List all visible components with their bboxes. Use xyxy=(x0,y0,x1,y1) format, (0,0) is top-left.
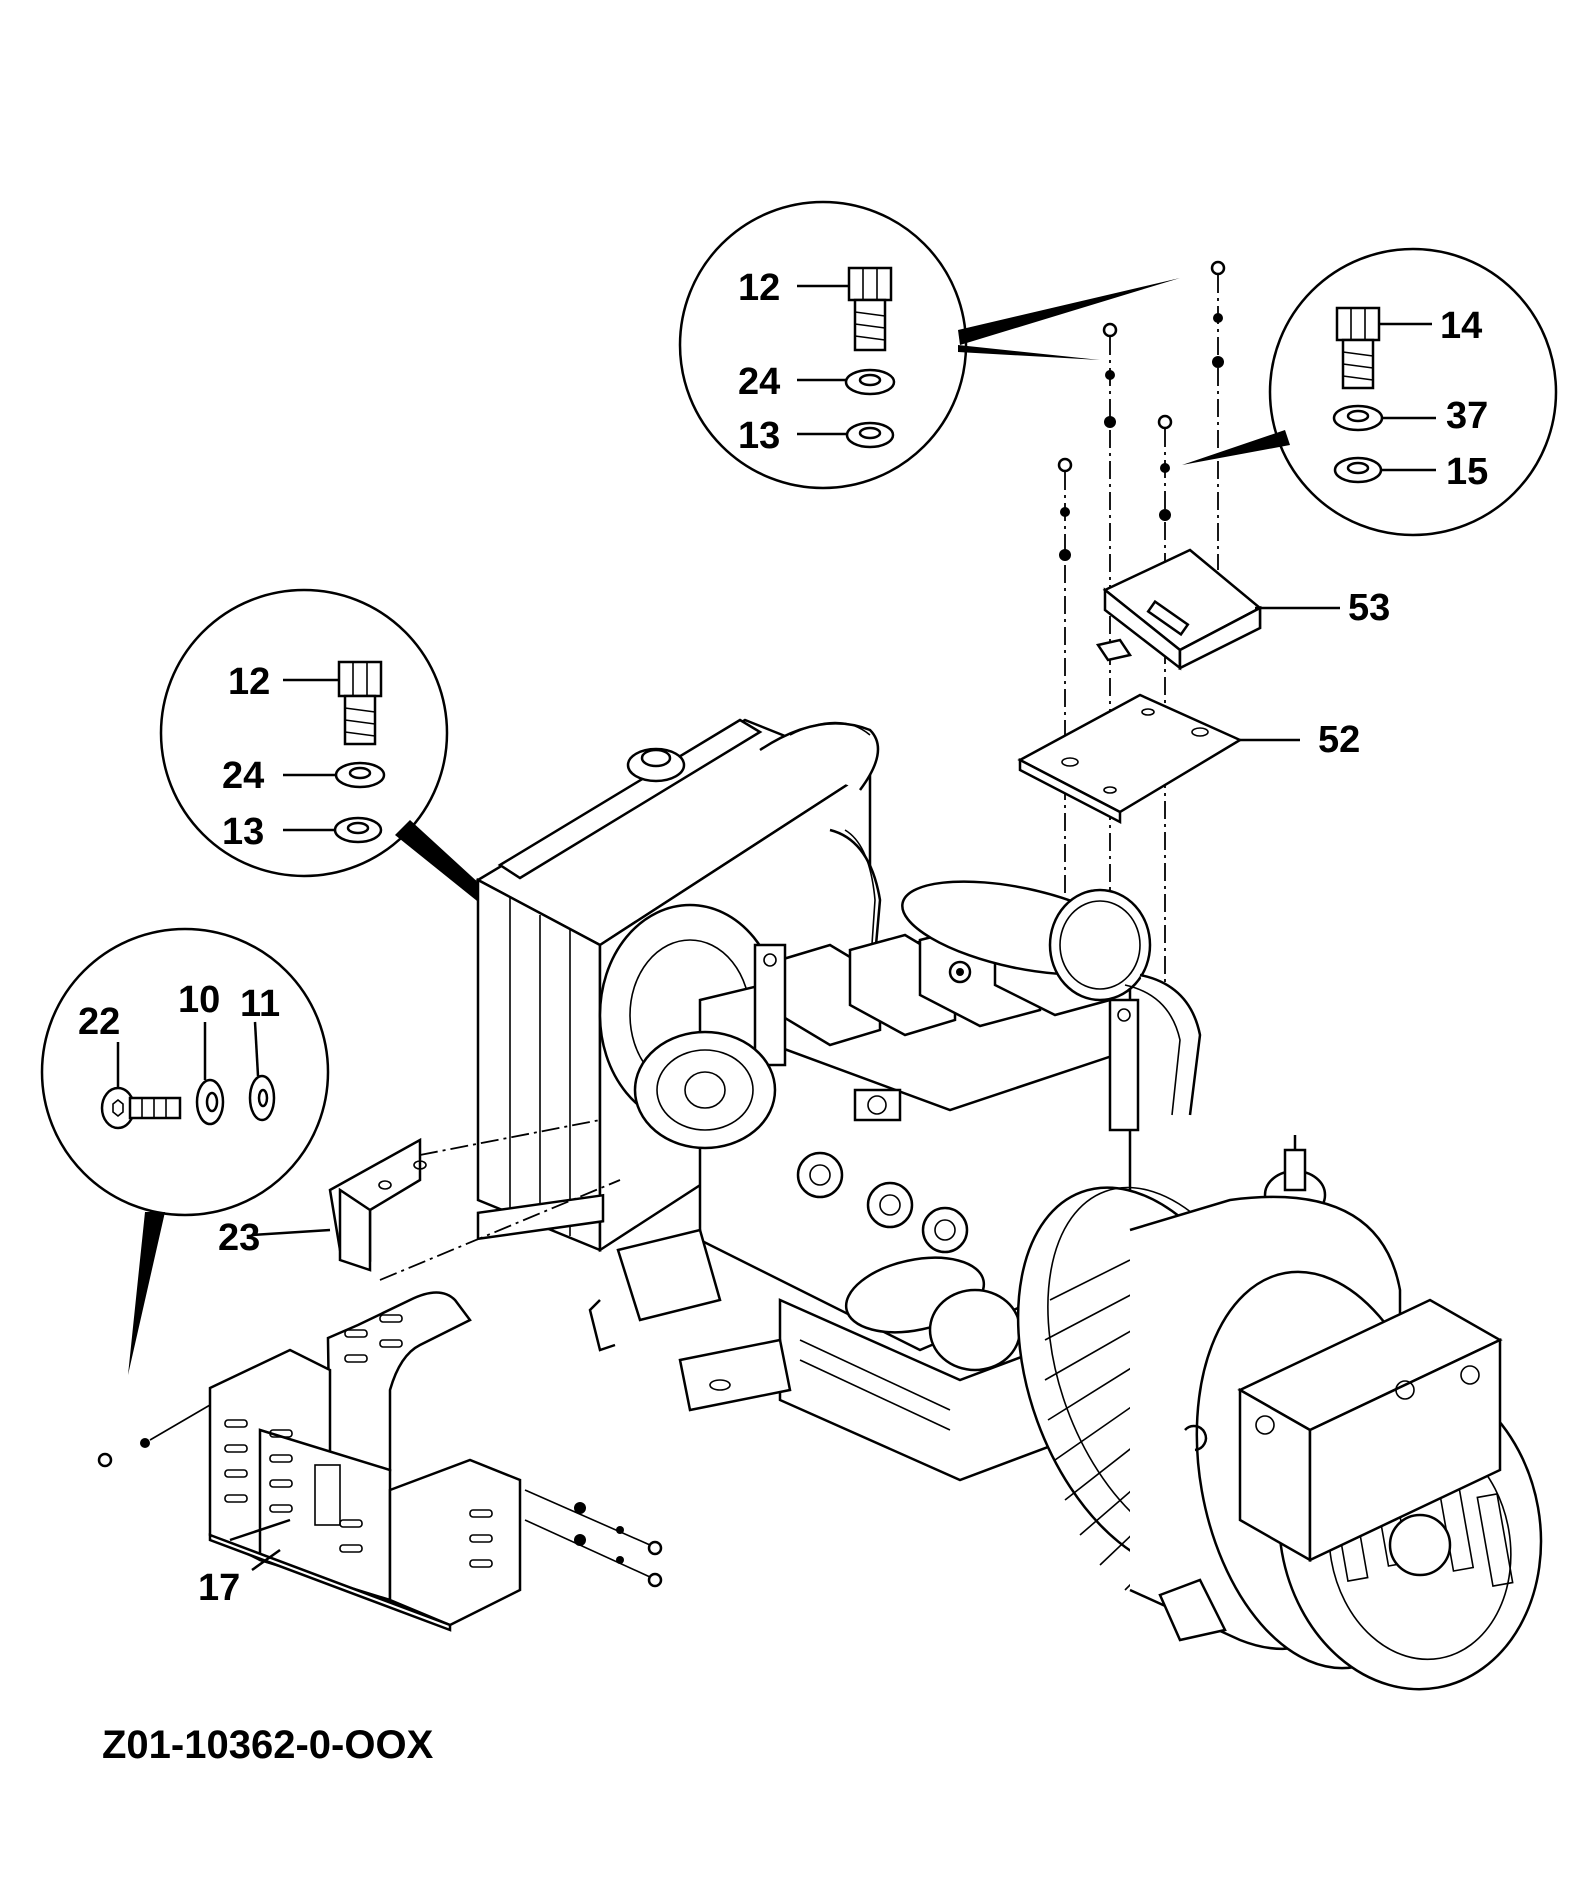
detail-circle-screw-washers: 22 10 11 xyxy=(40,927,330,1375)
callout-label: 12 xyxy=(738,267,780,309)
callout-label: 14 xyxy=(1440,305,1482,347)
hex-bolt-icon xyxy=(847,266,893,352)
control-module-box: 53 xyxy=(1095,548,1390,671)
bracket: 23 xyxy=(218,1119,621,1281)
callout-label: 13 xyxy=(738,415,780,457)
callout-label: 52 xyxy=(1318,719,1360,761)
callout-label: 11 xyxy=(240,983,280,1025)
callout-label: 17 xyxy=(198,1567,240,1609)
callout-label: 53 xyxy=(1348,587,1390,629)
flat-washer-icon xyxy=(845,421,895,449)
drawing-code: Z01-10362-0-OOX xyxy=(102,1723,434,1767)
detail-circle-bolt-washers-right: 14 37 15 xyxy=(1182,247,1558,537)
hex-bolt-icon xyxy=(337,660,383,746)
lock-washer-icon xyxy=(1332,404,1384,432)
flat-washer-icon xyxy=(333,816,383,844)
callout-label: 22 xyxy=(78,1001,120,1043)
callout-label: 10 xyxy=(178,979,220,1021)
hex-bolt-icon xyxy=(1335,306,1381,390)
generator xyxy=(1016,1186,1543,1691)
engine-block xyxy=(588,880,1327,1482)
lock-washer-icon xyxy=(195,1078,225,1126)
flat-washer-icon xyxy=(248,1074,276,1122)
callout-label: 37 xyxy=(1446,395,1488,437)
callout-label: 24 xyxy=(738,361,780,403)
flat-washer-icon xyxy=(1333,456,1383,484)
callout-label: 24 xyxy=(222,755,264,797)
lock-washer-icon xyxy=(844,368,896,396)
callout-label: 15 xyxy=(1446,451,1488,493)
callout-label: 13 xyxy=(222,811,264,853)
callout-label: 23 xyxy=(218,1217,260,1259)
button-head-screw-icon xyxy=(100,1086,182,1130)
detail-circle-bolt-washers-top: 12 24 13 xyxy=(678,200,1180,490)
mounting-plate: 52 xyxy=(1017,693,1360,825)
callout-label: 12 xyxy=(228,661,270,703)
perforated-guard: 17 xyxy=(97,1291,663,1632)
lock-washer-icon xyxy=(334,761,386,789)
